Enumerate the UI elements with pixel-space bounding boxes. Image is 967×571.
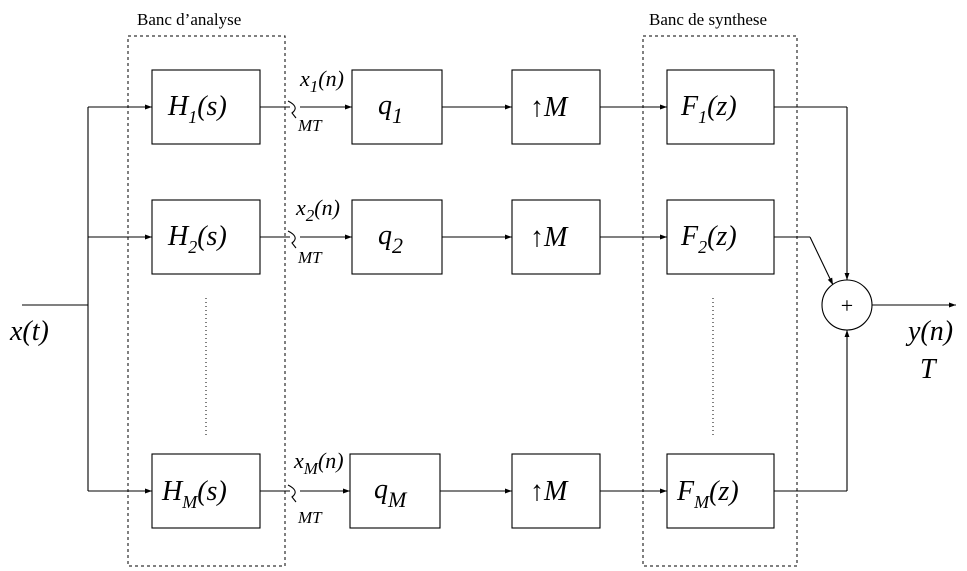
synthesis-filter-1-label: F1(z): [680, 91, 737, 127]
output-period-label: T: [920, 354, 938, 385]
branch-m: HM(s) xM(n) MT qM ↑M FM(z): [88, 330, 850, 529]
sampler-switch-2: [287, 230, 297, 249]
synthesis-filter-2-label: F2(z): [680, 221, 737, 257]
sampler-switch-m: [287, 484, 297, 503]
analysis-filter-2-label: H2(s): [167, 221, 227, 257]
sample-period-m-label: MT: [297, 508, 323, 527]
upsampler-1: [511, 69, 601, 145]
sample-2-label: x2(n): [295, 195, 340, 225]
upsampler-2-label: ↑M: [530, 222, 569, 253]
analysis-filter-m-label: HM(s): [161, 476, 227, 512]
analysis-bank-frame: [127, 35, 286, 567]
sample-m-label: xM(n): [293, 448, 344, 478]
output-signal-label: y(n): [905, 316, 953, 347]
synthesis-filter-1: [666, 69, 775, 145]
sample-1-label: x1(n): [299, 66, 344, 96]
sample-period-2-label: MT: [297, 248, 323, 267]
upsampler-m: [511, 453, 601, 529]
analysis-filter-2: [151, 199, 261, 275]
quantizer-m: [349, 453, 441, 529]
quantizer-1: [351, 69, 443, 145]
quantizer-2-label: q2: [378, 220, 403, 258]
branch-2: H2(s) x2(n) MT q2 ↑M F2(z): [88, 195, 834, 286]
input-signal-label: x(t): [9, 316, 49, 347]
adder-symbol: +: [841, 293, 853, 318]
sample-period-1-label: MT: [297, 116, 323, 135]
quantizer-1-label: q1: [378, 90, 403, 128]
sampler-switch-1: [287, 100, 297, 119]
synthesis-bank-label: Banc de synthese: [649, 10, 767, 29]
branch-1: H1(s) x1(n) MT q1 ↑M F1(z): [88, 66, 850, 280]
upsampler-2: [511, 199, 601, 275]
analysis-filter-1-label: H1(s): [167, 91, 227, 127]
quantizer-m-label: qM: [374, 474, 408, 512]
quantizer-2: [351, 199, 443, 275]
analysis-bank-label: Banc d’analyse: [137, 10, 241, 29]
analysis-filter-m: [151, 453, 261, 529]
upsampler-m-label: ↑M: [530, 476, 569, 507]
upsampler-1-label: ↑M: [530, 92, 569, 123]
synthesis-filter-m-label: FM(z): [676, 476, 739, 512]
analysis-filter-1: [151, 69, 261, 145]
